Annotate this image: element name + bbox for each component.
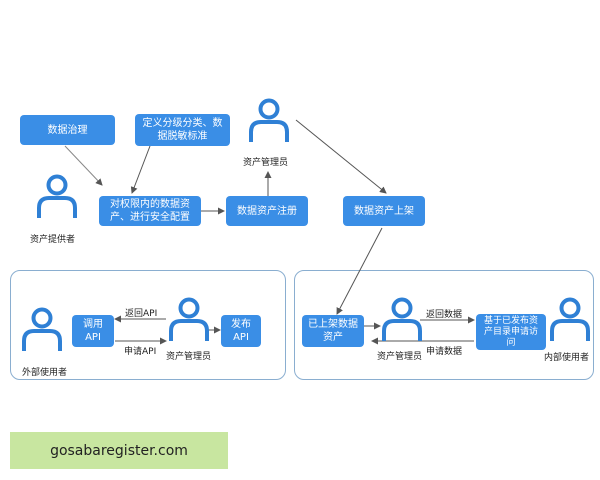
actor-external-user: 外部使用者 [22, 368, 68, 378]
label-apply-api: 申请API [124, 347, 157, 357]
node-classification-standard: 定义分级分类、数据脱敏标准 [135, 114, 230, 146]
actor-internal-user: 内部使用者 [544, 353, 590, 363]
external-zone-panel [10, 270, 286, 380]
person-icon [22, 307, 62, 351]
node-publish-api: 发布API [221, 315, 261, 347]
edge-standard-to-config [130, 145, 151, 194]
person-icon [382, 297, 422, 341]
label-return-api: 返回API [125, 309, 158, 319]
node-security-config: 对权限内的数据资产、进行安全配置 [99, 196, 201, 226]
person-icon [550, 297, 590, 341]
node-asset-listing: 数据资产上架 [343, 196, 425, 226]
node-data-governance: 数据治理 [20, 115, 115, 145]
label-apply-data: 申请数据 [426, 347, 463, 357]
edge-manager-to-listing [295, 119, 387, 194]
person-icon [169, 297, 209, 341]
node-listed-assets: 已上架数据资产 [302, 315, 364, 347]
person-icon [249, 98, 289, 142]
label-return-data: 返回数据 [426, 310, 463, 320]
watermark: gosabaregister.com [10, 432, 228, 469]
actor-asset-provider: 资产提供者 [30, 235, 76, 245]
node-call-api: 调用API [72, 315, 114, 347]
actor-asset-manager-left: 资产管理员 [166, 352, 212, 362]
edge-listing-to-listed [336, 227, 383, 315]
node-asset-registration: 数据资产注册 [226, 196, 308, 226]
actor-asset-manager-right: 资产管理员 [377, 352, 423, 362]
internal-zone-panel [294, 270, 594, 380]
edge-governance-to-config [64, 145, 103, 186]
actor-asset-manager-top: 资产管理员 [243, 158, 289, 168]
person-icon [37, 174, 77, 218]
node-published-access: 基于已发布资产目录申请访问 [476, 314, 546, 350]
